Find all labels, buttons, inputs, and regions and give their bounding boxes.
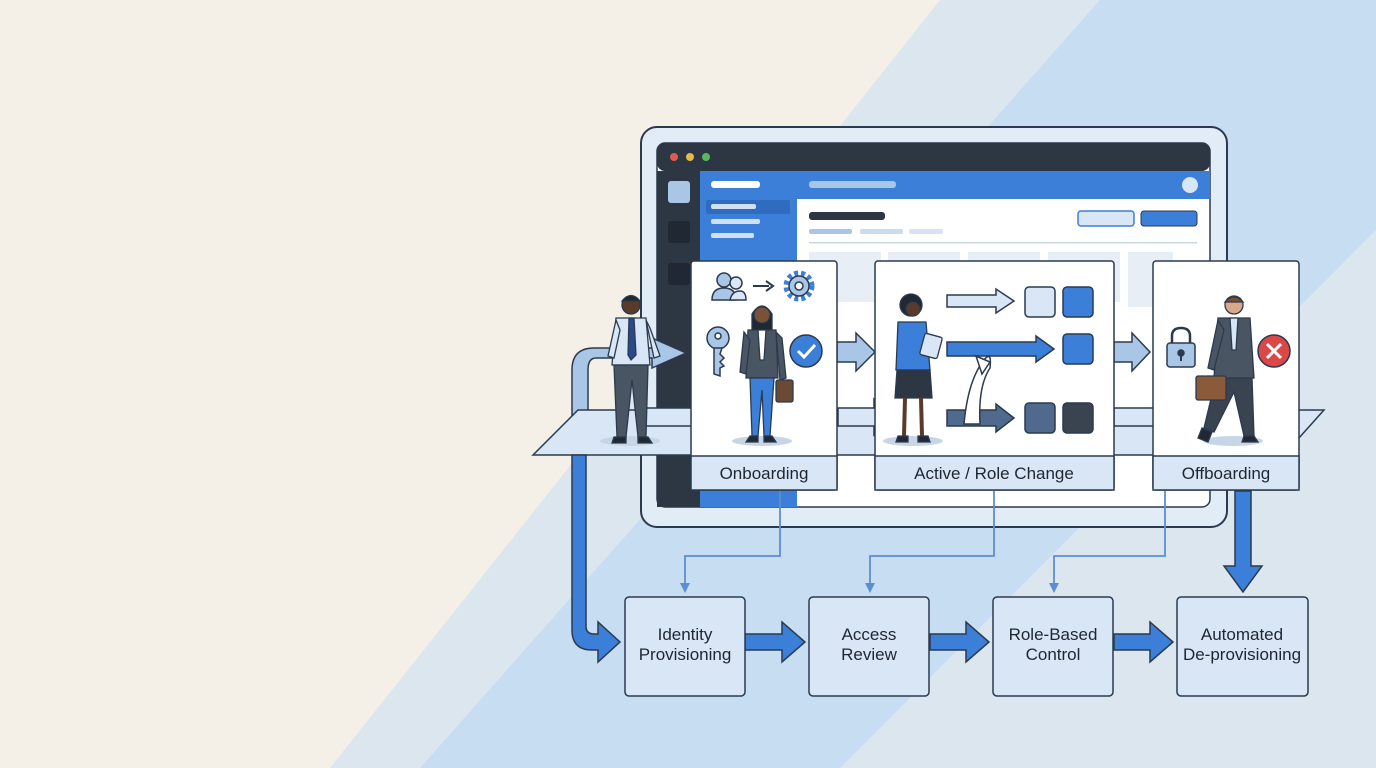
- process-label-line2: De-provisioning: [1183, 645, 1301, 664]
- stage-label: Offboarding: [1182, 464, 1271, 483]
- window-maximize-dot[interactable]: [702, 153, 710, 161]
- stage-arrow-2: [1113, 331, 1152, 373]
- connector-active-access: [865, 491, 995, 593]
- flow-arrow-2: [929, 620, 991, 664]
- process-role-based-control[interactable]: Role-Based Control: [992, 596, 1114, 697]
- stage-label-bar: [1152, 455, 1300, 491]
- close-circle-icon: [1257, 334, 1291, 368]
- process-label-line2: Review: [841, 645, 897, 664]
- squares-icon: [1024, 286, 1094, 434]
- sidebar-title-bar: [711, 181, 760, 188]
- flow-arrow-1: [744, 620, 807, 664]
- connector-onboarding-identity: [680, 491, 781, 593]
- stage-label: Onboarding: [720, 464, 809, 483]
- stage-active[interactable]: Active / Role Change: [874, 260, 1115, 491]
- rail-square-1[interactable]: [668, 181, 690, 203]
- gear-icon: [783, 270, 815, 302]
- key-icon: [706, 326, 730, 378]
- arrow-right-icon: [753, 280, 775, 292]
- page-heading-bar: [809, 212, 885, 220]
- connector-lines: [680, 491, 1166, 593]
- content-divider: [809, 242, 1197, 244]
- sidebar-item-line[interactable]: [711, 219, 760, 224]
- process-label-line1: Access: [842, 625, 897, 644]
- stage-label: Active / Role Change: [914, 464, 1074, 483]
- entry-curve-arrow: [571, 336, 688, 431]
- clipboard-icon: [919, 332, 943, 360]
- users-icon: [711, 272, 747, 301]
- candidate-figure: [600, 294, 661, 446]
- swap-curve: [963, 355, 992, 425]
- process-access-review[interactable]: Access Review: [808, 596, 930, 697]
- secondary-button[interactable]: [1077, 210, 1135, 227]
- stage-arrow-1: [836, 331, 877, 373]
- rail-square-2[interactable]: [668, 221, 690, 243]
- check-circle-icon: [789, 334, 823, 368]
- process-label-line1: Role-Based: [1009, 625, 1098, 644]
- window-minimize-dot[interactable]: [686, 153, 694, 161]
- flow-arrow-3: [1113, 620, 1175, 664]
- switch-arrows-icon: [946, 287, 1056, 434]
- active-employee-figure: [883, 293, 943, 446]
- process-label-line2: Control: [1026, 645, 1081, 664]
- process-label-line2: Provisioning: [639, 645, 732, 664]
- left-flow-arrow: [571, 454, 622, 664]
- process-label-line1: Identity: [658, 625, 713, 644]
- window-close-dot[interactable]: [670, 153, 678, 161]
- process-automated-deprovisioning[interactable]: Automated De-provisioning: [1176, 596, 1309, 697]
- process-flow-arrows: [571, 454, 1264, 664]
- lock-icon: [1166, 326, 1196, 368]
- departing-employee-figure: [1195, 295, 1263, 446]
- process-identity-provisioning[interactable]: Identity Provisioning: [624, 596, 746, 697]
- browser-titlebar: [657, 143, 1210, 171]
- primary-button[interactable]: [1140, 210, 1198, 227]
- sidebar-item-line[interactable]: [711, 233, 754, 238]
- avatar[interactable]: [1182, 177, 1198, 193]
- new-employee-figure: [732, 305, 794, 446]
- offboarding-down-arrow: [1222, 490, 1264, 594]
- connector-offboarding-rbac: [1049, 491, 1166, 593]
- stage-label-bar: [874, 455, 1115, 491]
- stage-label-bar: [690, 455, 838, 491]
- process-label-line1: Automated: [1201, 625, 1283, 644]
- header-title-bar: [809, 181, 896, 188]
- rail-square-3[interactable]: [668, 263, 690, 285]
